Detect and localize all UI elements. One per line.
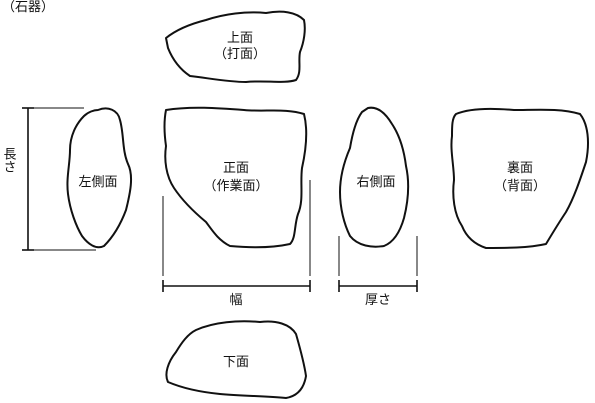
- front-view-outline: [163, 106, 308, 249]
- left-view-label: 左側面: [78, 175, 117, 190]
- top-view-label: 上面: [227, 31, 253, 46]
- top-view-sublabel: （打面）: [214, 47, 266, 62]
- length-dimension: [22, 107, 96, 251]
- length-label: 長さ: [1, 147, 17, 173]
- thickness-dimension: [338, 236, 418, 292]
- top-view-outline: [165, 10, 306, 83]
- bottom-view-label: 下面: [223, 355, 249, 370]
- right-view-outline: [339, 106, 410, 248]
- front-view-sublabel: （作業面）: [203, 178, 268, 194]
- back-view-sublabel: （背面）: [494, 179, 546, 194]
- diagram-title: （石器）: [2, 0, 54, 15]
- width-label: 幅: [229, 293, 242, 308]
- right-view-label: 右側面: [356, 175, 395, 190]
- thickness-label: 厚さ: [365, 293, 391, 308]
- back-view-outline: [450, 107, 589, 249]
- front-view-label: 正面: [223, 161, 249, 176]
- back-view-label: 裏面: [507, 161, 533, 176]
- width-dimension: [162, 180, 311, 292]
- bottom-view-outline: [165, 320, 307, 399]
- left-view-outline: [66, 107, 133, 249]
